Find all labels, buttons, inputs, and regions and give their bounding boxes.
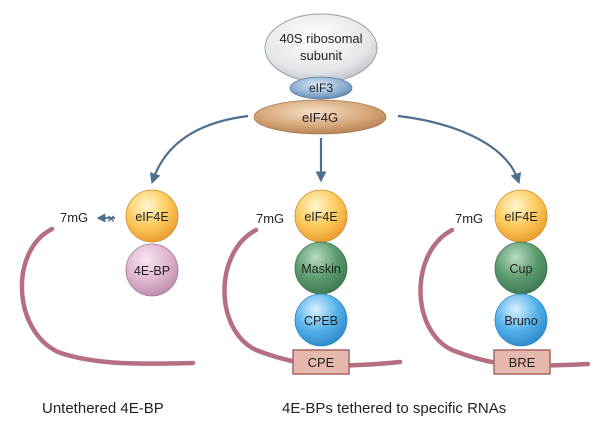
cup-label: Cup [510, 262, 533, 276]
bruno-label: Bruno [504, 314, 537, 328]
eif4e-1 [125, 189, 179, 243]
eif3-label: eIF3 [309, 81, 333, 95]
eif3 [289, 76, 353, 100]
cpe-box [292, 349, 350, 375]
eif4e-2-label: eIF4E [304, 210, 337, 224]
mrna-strand-2 [222, 227, 403, 368]
bre-box [493, 349, 551, 375]
ribosome-label-line2: subunit [300, 48, 342, 63]
arrow-right [397, 114, 522, 185]
bruno [494, 293, 548, 347]
cap-7mg-1: 7mG [60, 210, 88, 225]
fourebp-label: 4E-BP [134, 264, 170, 278]
cpeb [294, 293, 348, 347]
caption-tethered: 4E-BPs tethered to specific RNAs [282, 400, 507, 417]
blocked-x-icon: × [107, 211, 115, 226]
maskin-label: Maskin [301, 262, 341, 276]
arrow-left [149, 114, 249, 185]
panel-cup: 7mG eIF4E Cup Bruno BRE [418, 189, 591, 375]
eif4g-label: eIF4G [302, 110, 338, 125]
initiation-complex: 40S ribosomal subunit eIF3 eIF4G [253, 13, 387, 135]
cpeb-label: CPEB [304, 314, 338, 328]
eif4e-3-label: eIF4E [504, 210, 537, 224]
cap-7mg-2: 7mG [256, 211, 284, 226]
panel-maskin: 7mG eIF4E Maskin CPEB CPE [222, 189, 403, 375]
bre-label: BRE [509, 355, 536, 370]
caption-untethered: Untethered 4E-BP [42, 400, 164, 417]
arrows [149, 114, 522, 185]
eif4g [253, 99, 387, 135]
mrna-strand-1 [19, 226, 196, 366]
eif4e-1-label: eIF4E [135, 210, 168, 224]
cap-7mg-3: 7mG [455, 211, 483, 226]
cpe-label: CPE [308, 355, 335, 370]
panel-untethered: 7mG × eIF4E 4E-BP [19, 189, 196, 366]
fourebp [125, 243, 179, 297]
ribosome-label-line1: 40S ribosomal [279, 31, 362, 46]
